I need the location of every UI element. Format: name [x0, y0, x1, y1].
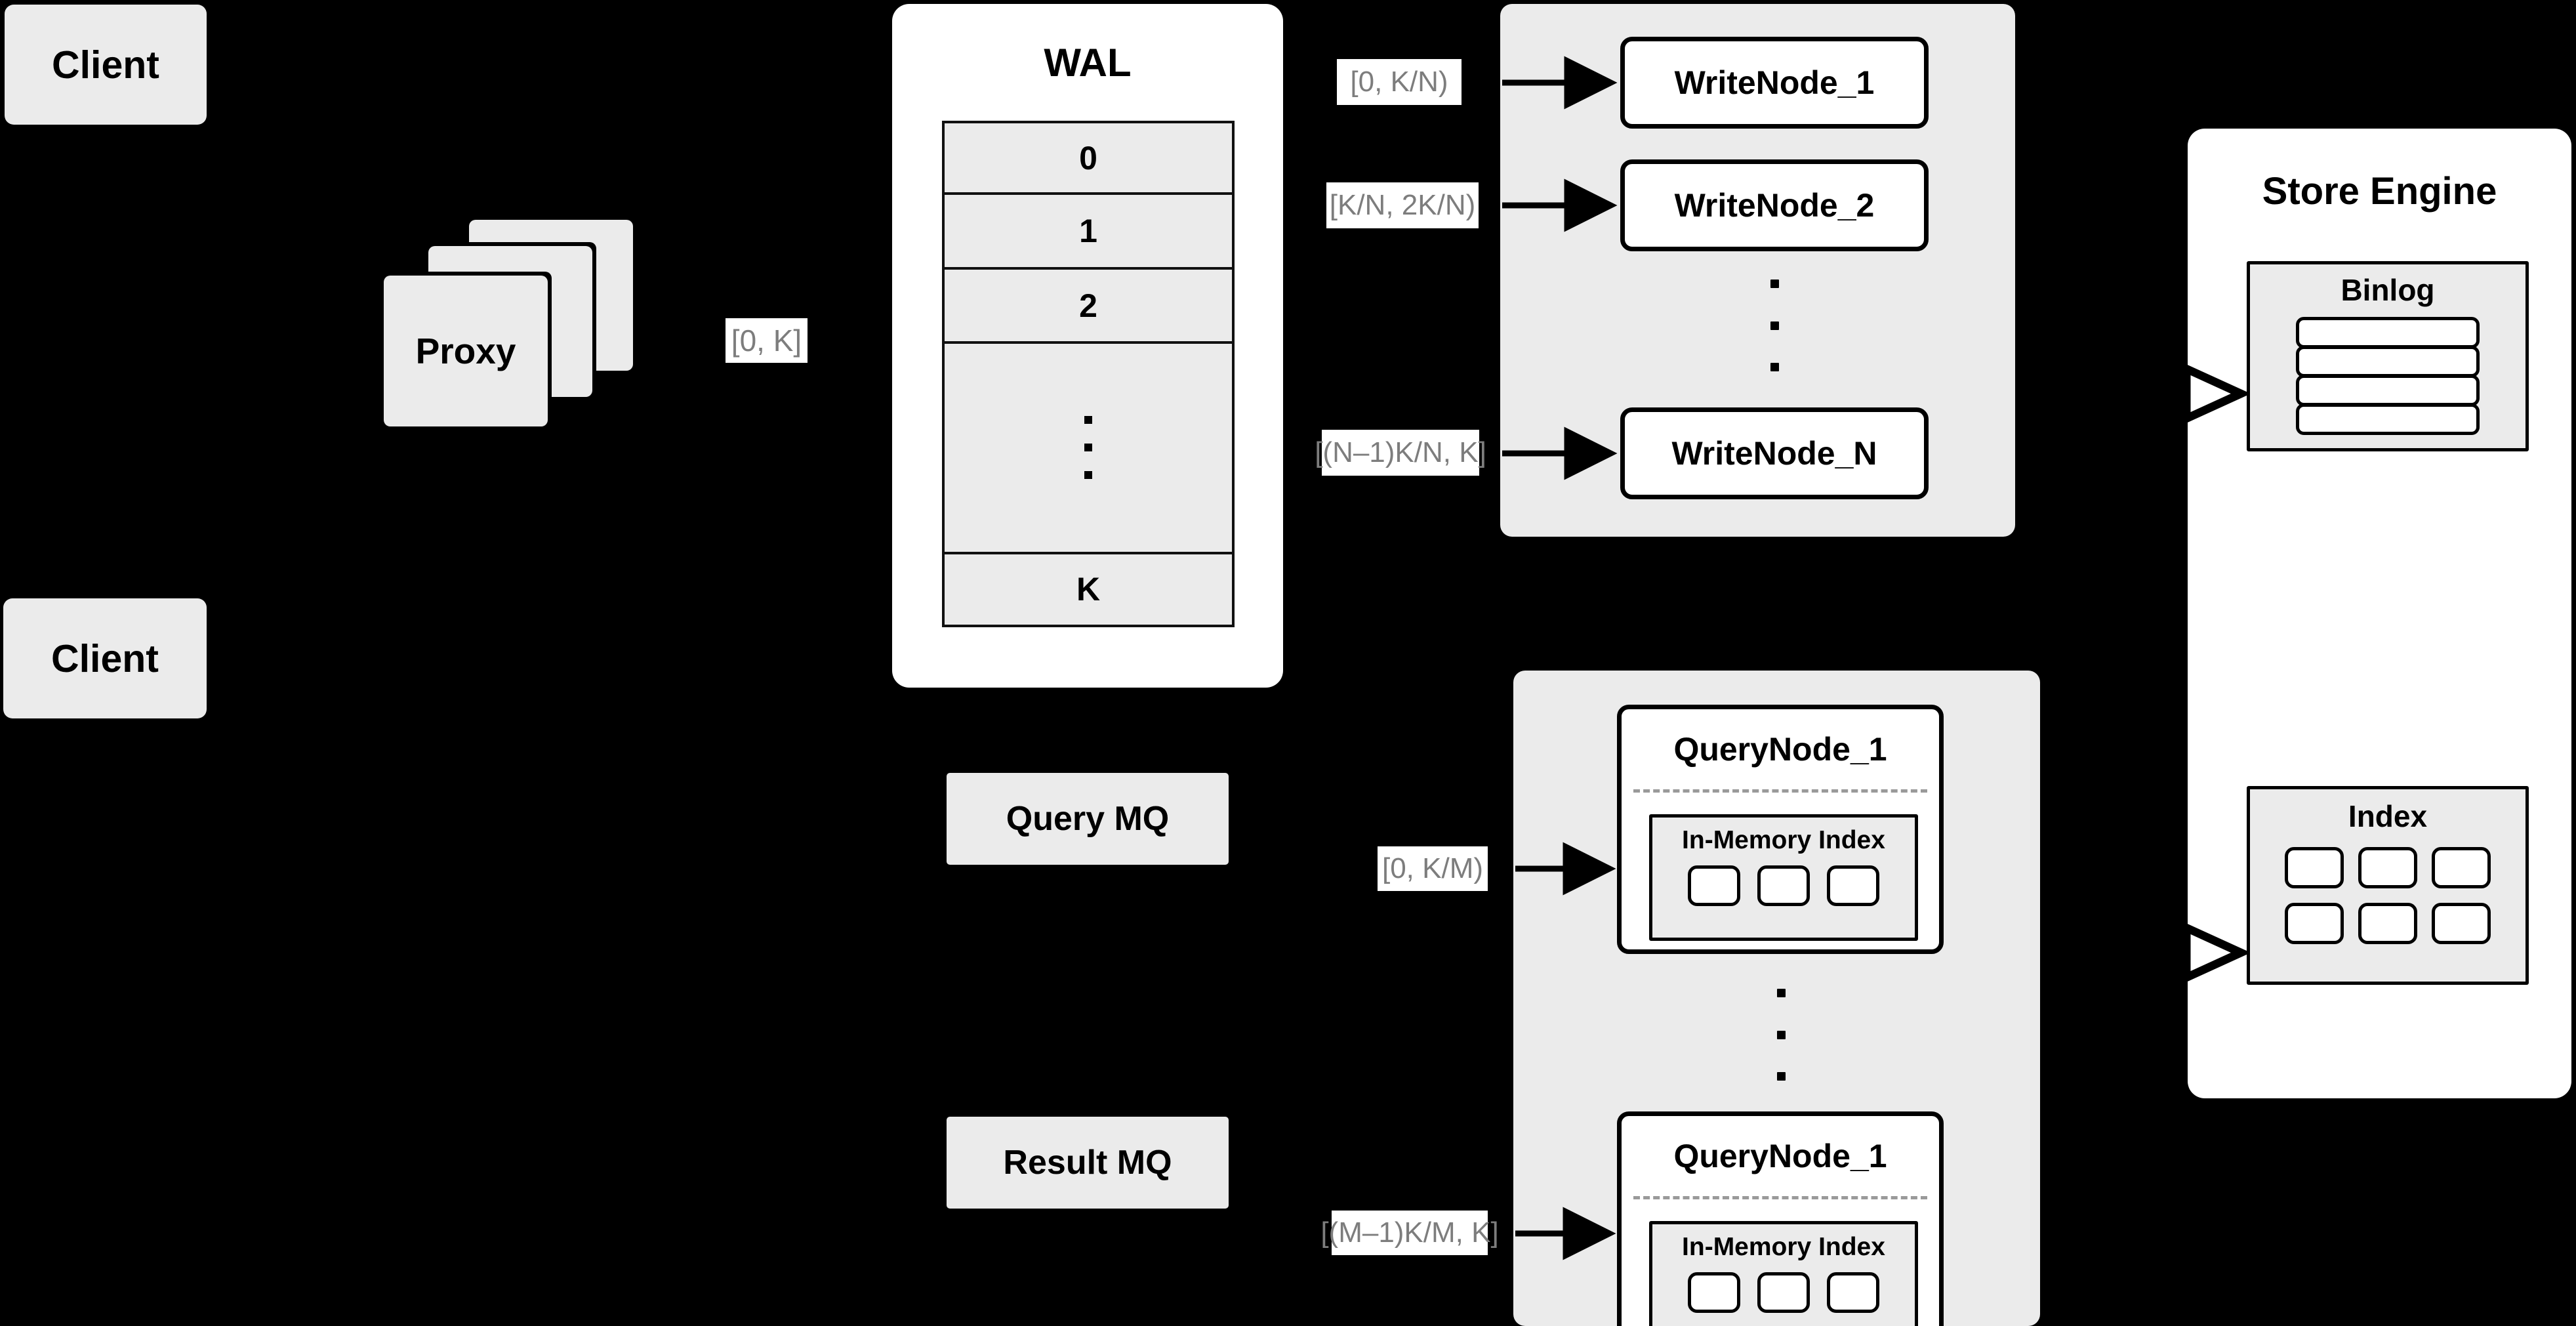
write-node-label: WriteNode_2	[1674, 187, 1875, 224]
write-node-ellipsis	[1768, 280, 1781, 371]
write-range-label-2: [K/N, 2K/N)	[1326, 182, 1479, 228]
query-node-separator	[1633, 789, 1927, 793]
query-node-m[interactable]: QueryNode_1 In-Memory Index	[1617, 1111, 1944, 1326]
wal-table: 0 1 2 K	[942, 121, 1235, 627]
binlog-row[interactable]	[2296, 346, 2480, 377]
query-node-separator	[1633, 1196, 1927, 1199]
write-node-label: WriteNode_1	[1674, 64, 1875, 101]
store-engine-panel: Store Engine Binlog Index	[2188, 129, 2571, 1098]
write-node-n[interactable]: WriteNode_N	[1620, 407, 1929, 499]
index-chip[interactable]	[1827, 1272, 1879, 1313]
index-chip[interactable]	[2358, 903, 2417, 944]
wal-panel: WAL 0 1 2 K	[892, 4, 1283, 688]
wal-row[interactable]: 2	[945, 270, 1232, 344]
write-node-1[interactable]: WriteNode_1	[1620, 37, 1929, 129]
query-mq-box[interactable]: Query MQ	[947, 773, 1229, 865]
index-chip[interactable]	[1827, 865, 1879, 906]
index-chip[interactable]	[2285, 903, 2344, 944]
query-node-label: QueryNode_1	[1673, 731, 1887, 768]
index-chip[interactable]	[1757, 865, 1810, 906]
client-box-1[interactable]: Client	[5, 5, 207, 125]
index-chip[interactable]	[1688, 865, 1740, 906]
write-node-label: WriteNode_N	[1671, 435, 1877, 472]
in-memory-index-title: In-Memory Index	[1682, 1233, 1885, 1261]
proxy-stack[interactable]: Proxy	[384, 220, 672, 430]
in-memory-index-box-1: In-Memory Index	[1649, 814, 1918, 941]
query-node-label: QueryNode_1	[1673, 1138, 1887, 1174]
wal-row[interactable]: 1	[945, 195, 1232, 270]
index-title: Index	[2348, 799, 2428, 833]
in-memory-index-box-2: In-Memory Index	[1649, 1221, 1918, 1326]
query-node-ellipsis	[1774, 989, 1788, 1081]
wal-row[interactable]: K	[1076, 571, 1101, 608]
binlog-row[interactable]	[2296, 317, 2480, 348]
query-range-label-m: [(M–1)K/M, K]	[1320, 1211, 1499, 1255]
index-chip[interactable]	[2432, 847, 2491, 888]
index-chip[interactable]	[2358, 847, 2417, 888]
query-node-1[interactable]: QueryNode_1 In-Memory Index	[1617, 705, 1944, 954]
store-engine-title: Store Engine	[2262, 170, 2497, 213]
index-chip[interactable]	[1688, 1272, 1740, 1313]
query-mq-label: Query MQ	[1006, 800, 1170, 838]
write-range-label-1: [0, K/N)	[1337, 59, 1462, 105]
client-box-2[interactable]: Client	[3, 598, 207, 718]
binlog-title: Binlog	[2341, 273, 2435, 307]
index-box: Index	[2247, 786, 2529, 985]
write-node-2[interactable]: WriteNode_2	[1620, 159, 1929, 251]
index-chip[interactable]	[2285, 847, 2344, 888]
binlog-row[interactable]	[2296, 404, 2480, 435]
result-mq-label: Result MQ	[1003, 1144, 1172, 1182]
wal-row[interactable]: 0	[945, 123, 1232, 196]
query-node-cluster: QueryNode_1 In-Memory Index QueryNode_1	[1513, 671, 2040, 1326]
wal-title: WAL	[1044, 41, 1132, 85]
in-memory-index-title: In-Memory Index	[1682, 826, 1885, 854]
proxy-card-front[interactable]: Proxy	[384, 276, 548, 426]
client-label: Client	[51, 636, 159, 680]
client-label: Client	[52, 43, 159, 87]
proxy-label: Proxy	[415, 331, 516, 371]
index-chip[interactable]	[1757, 1272, 1810, 1313]
binlog-box: Binlog	[2247, 261, 2529, 451]
write-range-label-n: [(N–1)K/N, K]	[1315, 430, 1486, 476]
index-chip[interactable]	[2432, 903, 2491, 944]
query-range-label-1: [0, K/M)	[1378, 846, 1488, 891]
write-node-cluster: WriteNode_1 WriteNode_2 WriteNode_N	[1500, 4, 2015, 537]
binlog-row[interactable]	[2296, 375, 2480, 406]
proxy-range-label: [0, K]	[726, 318, 808, 363]
result-mq-box[interactable]: Result MQ	[947, 1117, 1229, 1209]
wal-row-ellipsis	[945, 344, 1232, 554]
